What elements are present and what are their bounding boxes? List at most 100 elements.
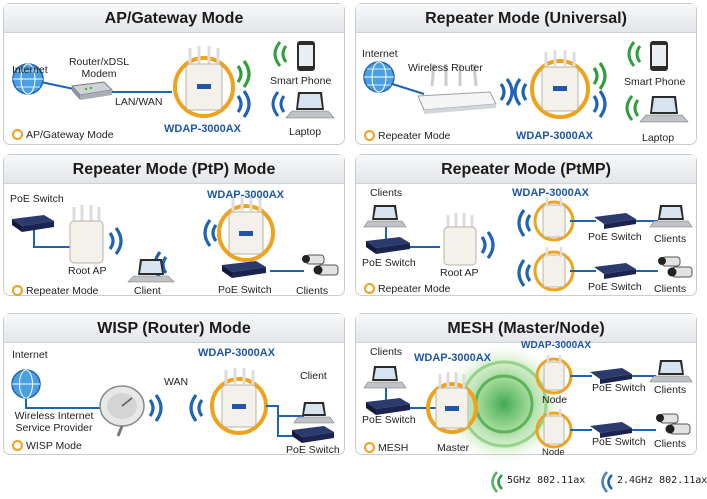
poe-switch-label: PoE Switch: [286, 444, 340, 456]
wifi-5g-signal-icon: [236, 60, 251, 88]
panel-title: AP/Gateway Mode: [4, 4, 344, 33]
poe-switch-icon: [222, 261, 266, 278]
wan-label: WAN: [164, 376, 189, 388]
wifi-5g-signal-icon: [625, 95, 640, 121]
smart-phone-label: Smart Phone: [270, 75, 332, 87]
diagram-repeater-ptmp: [363, 197, 693, 292]
wifi-24g-signal-icon: [189, 394, 204, 422]
diagram-repeater-universal: [363, 41, 689, 123]
panel-repeater-ptp: Repeater Mode (PtP) Mode: [3, 154, 345, 297]
wdap-access-point-icon: [533, 247, 575, 292]
isp-label: Wireless Internet Service Provider: [14, 410, 94, 434]
mode-tag: WISP Mode: [12, 440, 82, 452]
wifi-24g-signal-icon: [108, 227, 123, 255]
node-top-label: Node: [542, 394, 568, 406]
cable-line: [33, 230, 70, 248]
poe-switch-icon: [12, 215, 54, 232]
wdap-master-icon: [426, 372, 478, 434]
wifi-24g-signal-icon: [517, 209, 532, 237]
router-label: Router/xDSL Modem: [68, 56, 130, 80]
poe-switch-icon: [594, 263, 636, 279]
clients-label: Clients: [370, 187, 403, 199]
panel-ap-gateway-mode: AP/Gateway Mode: [3, 3, 345, 145]
ip-camera-icon: [302, 254, 339, 276]
mode-dot-icon: [12, 129, 23, 140]
cable-line: [266, 405, 294, 437]
lan-wan-label: LAN/WAN: [115, 96, 163, 108]
client-laptop-icon: [363, 366, 407, 389]
panel-title: Repeater Mode (PtMP): [356, 155, 696, 184]
legend-5ghz-label: 5GHz 802.11ax: [507, 475, 586, 486]
internet-globe-icon: [12, 63, 44, 95]
wdap-access-point-icon: [217, 195, 275, 262]
wdap-access-point-icon: [173, 46, 235, 118]
wifi-5g-signal-icon: [273, 41, 288, 67]
wifi-5g-signal-icon: [592, 62, 607, 90]
poe-switch-icon: [366, 398, 410, 415]
mode-dot-icon: [12, 440, 23, 451]
diagram-repeater-ptp: [12, 195, 339, 283]
poe-switch-label: PoE Switch: [362, 414, 416, 426]
internet-label: Internet: [362, 48, 398, 60]
mode-tag: Repeater Mode: [364, 130, 450, 142]
panel-repeater-universal: Repeater Mode (Universal): [355, 3, 697, 145]
diagram-wisp: [11, 368, 335, 443]
internet-label: Internet: [12, 349, 48, 361]
laptop-label: Laptop: [642, 132, 675, 144]
panel-body: Clients PoE Switch Root AP WDAP-3000AX P…: [356, 185, 696, 297]
cable-line: [25, 398, 102, 409]
panel-body: Internet Wireless Router WDAP-3000AX Sma…: [356, 34, 696, 146]
panel-wisp-mode: WISP (Router) Mode: [3, 313, 345, 456]
panel-body: Internet Wireless Internet Service Provi…: [4, 344, 344, 456]
panel-mesh-mode: MESH (Master/Node): [355, 313, 697, 464]
model-node-label: WDAP-3000AX: [521, 340, 592, 351]
wireless-router-label: Wireless Router: [408, 62, 483, 74]
mode-dot-icon: [12, 285, 23, 296]
wdap-access-point-icon: [210, 368, 268, 435]
poe-switch-icon: [594, 213, 636, 229]
wdap-access-point-icon: [530, 50, 590, 119]
client-laptop-icon: [649, 360, 693, 383]
poe-switch-label: PoE Switch: [362, 257, 416, 269]
smart-phone-icon: [297, 41, 315, 71]
wifi-5g-signal-icon: [491, 471, 503, 493]
panel-title: WISP (Router) Mode: [4, 314, 344, 343]
wifi-24g-signal-icon: [517, 259, 532, 287]
diagram-mesh: [363, 344, 693, 464]
wifi-24g-signal-icon: [513, 78, 528, 106]
panel-body: PoE Switch Root AP WDAP-3000AX Client Po…: [4, 185, 344, 297]
panel-title: Repeater Mode (PtP) Mode: [4, 155, 344, 184]
model-master-label: WDAP-3000AX: [414, 352, 492, 364]
panel-body: Internet Router/xDSL Modem LAN/WAN WDAP-…: [4, 34, 344, 146]
wireless-router-icon: [417, 63, 497, 114]
ip-camera-icon: [656, 413, 691, 435]
poe-switch-icon: [292, 426, 334, 443]
mode-tag: Repeater Mode: [364, 283, 450, 295]
clients-bottom-label: Clients: [654, 438, 687, 450]
poe-switch-top-label: PoE Switch: [588, 231, 642, 243]
mode-tag: Repeater Mode: [12, 285, 98, 297]
clients-bottom-label: Clients: [654, 283, 687, 295]
root-ap-label: Root AP: [440, 267, 479, 279]
poe-switch-bottom-label: PoE Switch: [592, 436, 646, 448]
wifi-24g-signal-icon: [601, 471, 613, 493]
mode-dot-icon: [364, 283, 375, 294]
smart-phone-icon: [650, 41, 668, 71]
client-label: Client: [300, 370, 327, 382]
mode-dot-icon: [364, 442, 375, 453]
poe-switch-icon: [366, 237, 410, 254]
poe-switch-top-label: PoE Switch: [592, 382, 646, 394]
legend-24ghz-label: 2.4GHz 802.11ax: [617, 475, 707, 486]
model-label: WDAP-3000AX: [512, 187, 590, 199]
laptop-label: Laptop: [289, 126, 322, 138]
wifi-24g-signal-icon: [236, 90, 251, 118]
wifi-24g-signal-icon: [592, 90, 607, 118]
modem-router-icon: [70, 81, 114, 100]
client-laptop-icon: [293, 402, 335, 424]
model-label: WDAP-3000AX: [164, 123, 242, 135]
poe-switch-icon: [590, 422, 632, 438]
clients-label: Clients: [296, 285, 329, 297]
root-ap-icon: [443, 213, 477, 266]
model-label: WDAP-3000AX: [198, 347, 276, 359]
wifi-24g-signal-icon: [203, 219, 218, 247]
